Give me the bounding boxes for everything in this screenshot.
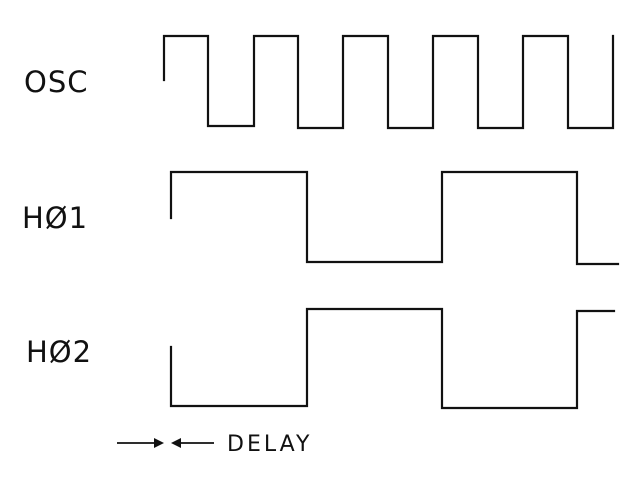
delay-arrow-right-head xyxy=(171,438,181,448)
hphi2-label: HØ2 xyxy=(26,335,92,369)
delay-arrow-left-head xyxy=(154,438,164,448)
osc-waveform xyxy=(162,34,615,130)
hphi1-waveform xyxy=(169,170,620,266)
delay-arrows xyxy=(117,438,214,448)
hphi2-waveform xyxy=(169,307,616,410)
delay-label: DELAY xyxy=(227,432,312,457)
hphi1-label: HØ1 xyxy=(22,201,88,235)
osc-label: OSC xyxy=(24,65,88,99)
